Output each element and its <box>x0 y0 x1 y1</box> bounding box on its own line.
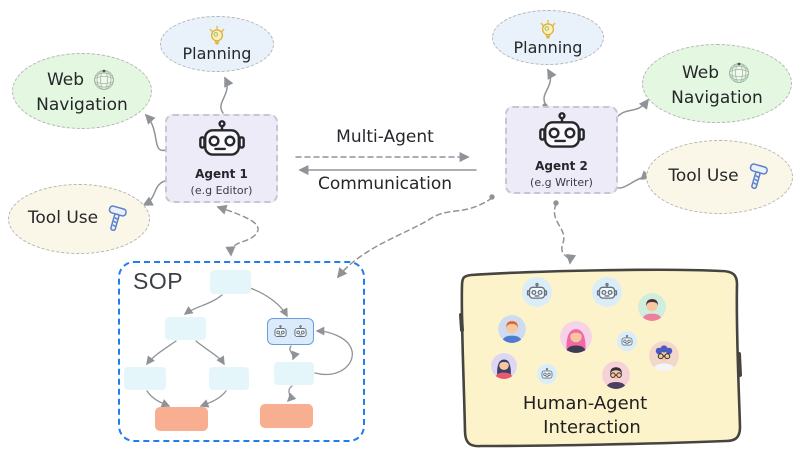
web-navigation-label-line2: Navigation <box>671 87 763 108</box>
agent1-to-planning-arrow <box>220 76 234 114</box>
agent2-to-webnav-arrow <box>614 98 650 120</box>
robot-icon <box>538 111 585 148</box>
avatar-person-navy-hair <box>491 353 517 379</box>
tool-use-cloud-left: Tool Use <box>8 184 150 254</box>
sop-flow-node-robots <box>267 318 314 345</box>
agent1-name: Agent 1 <box>195 167 248 181</box>
avatar-robot <box>522 277 552 307</box>
agent1-sop-dashed-arrow <box>216 204 259 257</box>
sop-flow-node-result <box>155 407 208 431</box>
agent2-box: Agent 2 (e.g Writer) <box>505 106 618 194</box>
agent1-box: Agent 1 (e.g Editor) <box>165 114 278 203</box>
web-navigation-label-line1: Web <box>46 70 85 90</box>
tool-use-label: Tool Use <box>668 166 739 187</box>
multi-agent-label: Multi-Agent <box>336 127 434 147</box>
agent1-to-webnav-arrow <box>144 113 167 152</box>
planning-label: Planning <box>513 37 583 57</box>
web-navigation-label-line1: Web <box>681 62 720 83</box>
agent2-role: (e.g Writer) <box>530 175 593 189</box>
human-interaction-sheet <box>459 268 742 448</box>
avatar-robot-small <box>537 364 557 384</box>
lightbulb-icon <box>540 19 556 39</box>
web-navigation-cloud-right: Web Navigation <box>642 44 792 123</box>
sop-flow-node <box>124 367 166 390</box>
lightbulb-icon <box>209 25 225 45</box>
sop-flow-node <box>209 367 249 390</box>
globe-icon <box>729 62 749 83</box>
robot-icon <box>274 324 287 337</box>
web-navigation-label-line2: Navigation <box>36 95 128 115</box>
human-interaction-title-line2: Interaction <box>543 417 641 438</box>
sop-box: SOP <box>118 261 365 442</box>
avatar-person-orange-hair <box>498 315 526 343</box>
avatar-person-pink-hair <box>560 321 592 353</box>
sop-flow-node-left <box>165 317 206 340</box>
agent1-role: (e.g Editor) <box>190 184 253 197</box>
communication-label: Communication <box>318 174 452 194</box>
robot-icon <box>294 324 307 337</box>
planning-cloud-right: Planning <box>492 10 604 65</box>
sop-flow-node-root <box>210 270 251 294</box>
sop-flow-arrows <box>146 287 353 408</box>
sop-label: SOP <box>133 268 184 294</box>
agent1-to-tooluse-arrow <box>142 179 169 206</box>
agent2-to-planning-arrow <box>543 68 557 106</box>
agent2-name: Agent 2 <box>535 158 588 173</box>
agent2-sop-dashed-arrow <box>336 197 493 279</box>
planning-label: Planning <box>182 44 252 64</box>
hammer-icon <box>749 163 768 190</box>
planning-cloud-left: Planning <box>160 16 274 72</box>
avatar-person-dark-hair <box>638 293 666 321</box>
hammer-icon <box>108 205 127 232</box>
avatar-robot-small <box>617 331 637 351</box>
sop-flow-node <box>274 362 314 385</box>
human-interaction-title-line1: Human-Agent <box>522 393 648 414</box>
avatar-person-blue-curly-glasses <box>649 341 679 371</box>
globe-icon <box>94 69 114 90</box>
tool-use-cloud-right: Tool Use <box>646 140 793 214</box>
robot-icon <box>198 120 245 156</box>
agent2-human-dashed-arrow <box>553 203 577 265</box>
tool-use-label: Tool Use <box>27 208 99 229</box>
web-navigation-cloud-left: Web Navigation <box>12 53 152 129</box>
avatar-person-dark-glasses <box>602 361 630 389</box>
avatar-robot <box>592 277 622 307</box>
sop-flow-node-result <box>260 404 313 428</box>
